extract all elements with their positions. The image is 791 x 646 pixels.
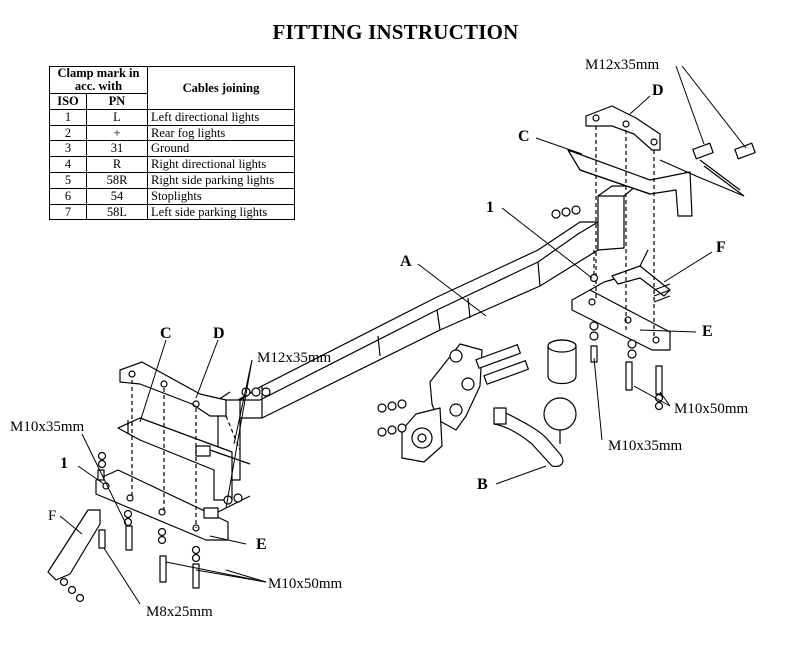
right-nuts: [551, 205, 637, 359]
electrical-socket-plate: [401, 407, 443, 463]
label-c-right: C: [518, 128, 530, 145]
table-row: 6 54 Stoplights: [49, 187, 295, 205]
cell-cable: Right side parking lights: [147, 171, 295, 189]
right-bracket-c: [567, 149, 693, 217]
label-m12-mid: M12x35mm: [257, 350, 332, 366]
label-d-right: D: [652, 82, 664, 99]
cell-pn: 58L: [86, 203, 148, 221]
cell-pn: 31: [86, 140, 148, 158]
central-mount-plate: [429, 343, 529, 431]
right-bracket-f: [611, 249, 671, 297]
cell-pn: 54: [86, 187, 148, 205]
bolts-m10-left: [97, 469, 200, 589]
label-b: B: [477, 476, 488, 493]
label-m10x50-bottom: M10x50mm: [268, 576, 343, 592]
label-m10x35-right: M10x35mm: [608, 438, 683, 454]
table-row: 4 R Right directional lights: [49, 156, 295, 173]
right-side-tube: [597, 185, 637, 251]
left-nuts: [59, 387, 271, 603]
label-1-right: 1: [486, 199, 494, 216]
center-nuts: [377, 399, 407, 437]
bolts-m12-top-right: [659, 142, 756, 197]
table-row: 1 L Left directional lights: [49, 108, 295, 126]
leader-lines: [59, 65, 747, 605]
cell-cable: Left side parking lights: [147, 203, 295, 221]
label-f-right: F: [716, 239, 726, 256]
label-f-left: F: [48, 508, 56, 524]
bolts-m12-left: [195, 445, 251, 519]
header-clamp-mark: Clamp mark in acc. with: [49, 66, 148, 94]
page-title: FITTING INSTRUCTION: [272, 20, 519, 44]
right-plate-d: [585, 105, 661, 151]
label-e-left: E: [256, 536, 267, 553]
header-cables-joining: Cables joining: [147, 66, 295, 110]
label-m8x25: M8x25mm: [146, 604, 213, 620]
label-a: A: [400, 253, 412, 270]
tow-ball-neck: [493, 397, 577, 467]
table-row: 7 58L Left side parking lights: [49, 203, 295, 221]
left-bracket-f: [47, 509, 101, 581]
bolts-m10-right: [590, 345, 664, 411]
label-m10x35-left: M10x35mm: [10, 419, 85, 435]
label-1-left: 1: [60, 455, 68, 472]
wiring-table: Clamp mark in acc. with Cables joining I…: [49, 66, 295, 221]
cell-cable: Stoplights: [147, 187, 295, 205]
left-plate-d: [119, 361, 227, 417]
crossbar-beam: [237, 221, 599, 419]
label-m10x50-right: M10x50mm: [674, 401, 749, 417]
right-plate-e: [571, 271, 671, 351]
label-c-left: C: [160, 325, 172, 342]
cell-cable: Right directional lights: [147, 156, 295, 173]
table-row: 2 + Rear fog lights: [49, 124, 295, 142]
label-d-left: D: [213, 325, 225, 342]
label-m12-top: M12x35mm: [585, 57, 660, 73]
left-bracket-c: [117, 417, 233, 501]
table-row: 5 58R Right side parking lights: [49, 171, 295, 189]
tow-ball-cover: [547, 339, 577, 385]
label-e-right: E: [702, 323, 713, 340]
bolts-m8-right: [653, 283, 671, 303]
cell-pn: 58R: [86, 171, 148, 189]
